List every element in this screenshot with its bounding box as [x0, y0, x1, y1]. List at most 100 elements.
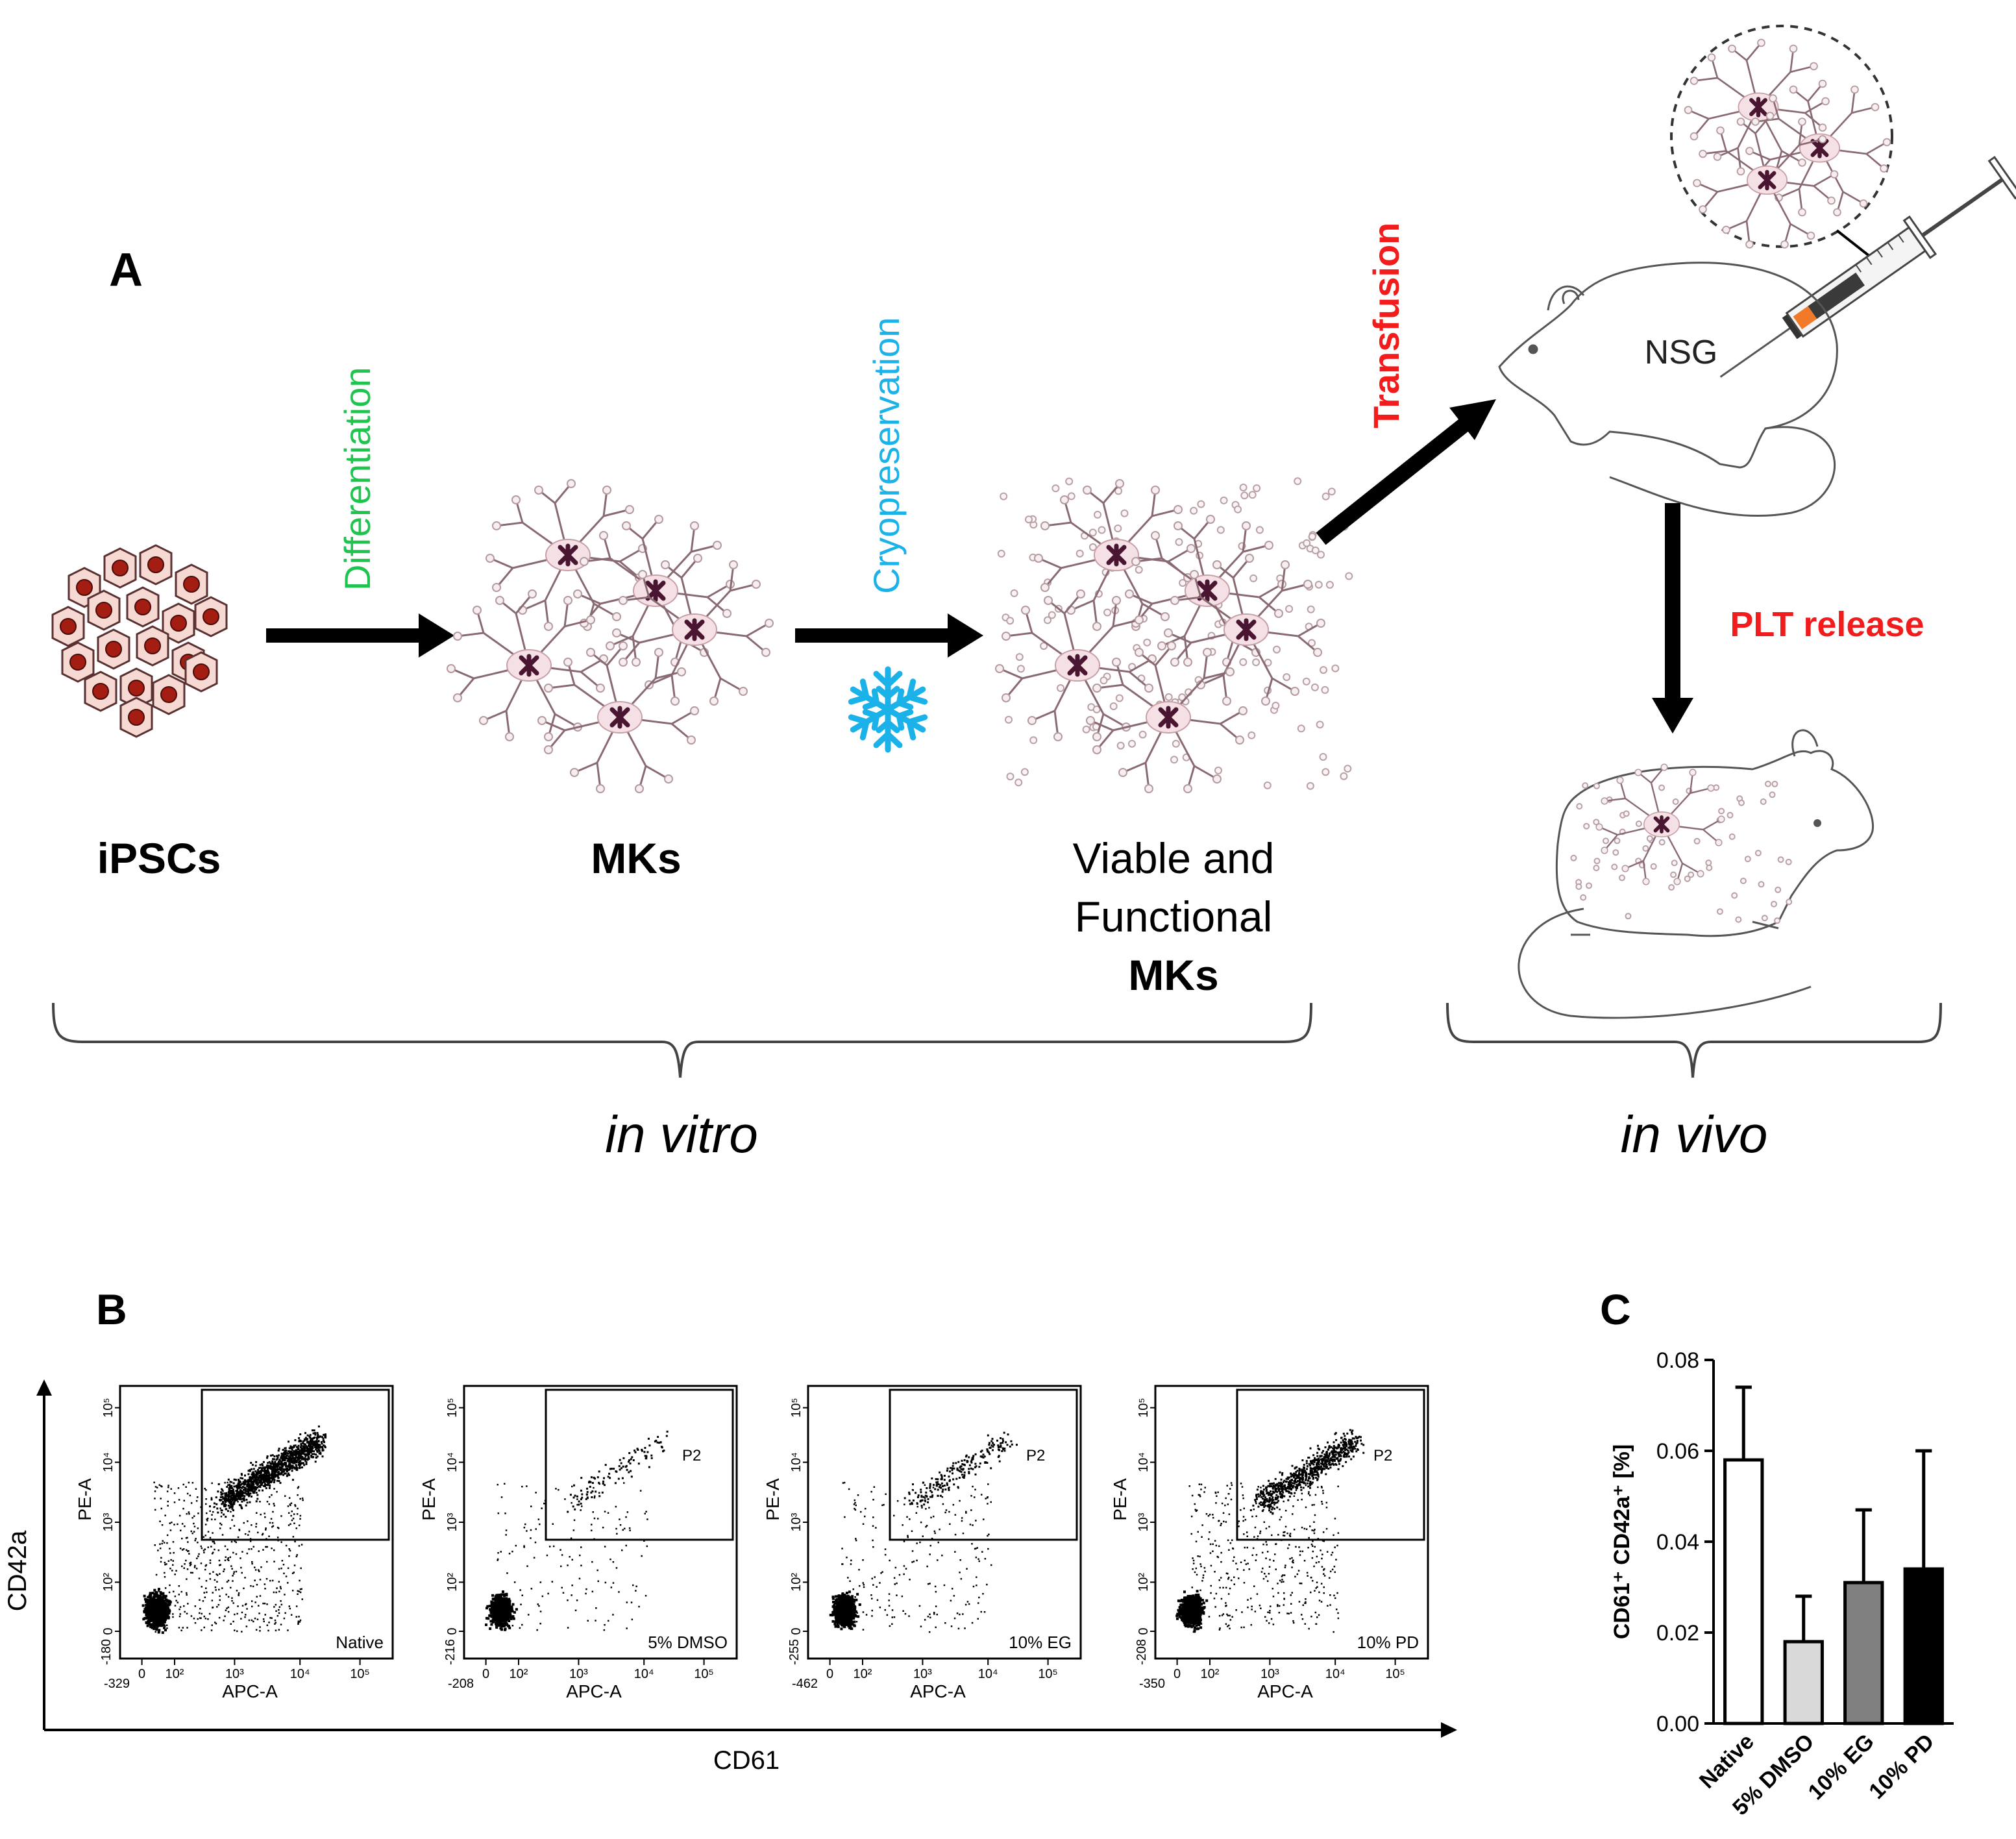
- y-tick-label: 10⁵: [445, 1398, 460, 1418]
- apc-a-axis-label: APC-A: [910, 1681, 966, 1701]
- plt-release-label: PLT release: [1730, 605, 1924, 644]
- y-tick-label: 0: [445, 1627, 460, 1635]
- gate-p2: [1236, 1389, 1425, 1541]
- y-axis-label: CD61⁺ CD42a⁺ [%]: [1610, 1444, 1634, 1639]
- y-tick-label: 10⁴: [101, 1452, 116, 1472]
- y-min-tick: -255: [787, 1639, 802, 1665]
- x-tick-label: 10²: [854, 1667, 872, 1681]
- cd42a-axis-label: CD42a: [3, 1530, 32, 1611]
- ipsc-cluster-icon: [51, 544, 228, 738]
- cd61-axis-label: CD61: [713, 1746, 780, 1775]
- bar: [1843, 1581, 1884, 1725]
- x-tick-label: 0: [138, 1667, 145, 1681]
- in-vitro-label: in vitro: [605, 1105, 758, 1163]
- y-tick-label: 0: [101, 1627, 116, 1635]
- apc-a-axis-label: APC-A: [222, 1681, 278, 1701]
- x-tick-label: 10⁵: [1038, 1667, 1058, 1681]
- x-tick-label: 10²: [1201, 1667, 1220, 1681]
- apc-a-axis-label: APC-A: [1257, 1681, 1313, 1701]
- event-dots: [829, 1431, 1018, 1633]
- y-tick-label: 10²: [101, 1573, 116, 1592]
- x-tick-label: 10⁴: [634, 1667, 654, 1681]
- y-tick-label: 0.00: [1656, 1712, 1699, 1736]
- plt-release-arrow: [1652, 503, 1693, 734]
- y-tick-label: 10⁵: [1137, 1398, 1151, 1418]
- panel-b: B CD42a CD61 Native PE-A APC-A -329 -180 0 10²…: [3, 1285, 1457, 1775]
- y-min-tick: -208: [1135, 1639, 1149, 1665]
- y-tick-label: 10⁵: [789, 1398, 804, 1418]
- nsg-label: NSG: [1645, 334, 1718, 371]
- y-tick-label: 0: [1137, 1627, 1151, 1635]
- x-tick-label: 10⁵: [694, 1667, 714, 1681]
- x-tick-label: 10⁵: [350, 1667, 370, 1681]
- cryopreservation-arrow: [795, 613, 983, 658]
- bar: [1783, 1640, 1824, 1725]
- magnified-mk-circle: [1670, 25, 1893, 267]
- event-dots: [485, 1430, 669, 1631]
- x-tick-label: 0: [1174, 1667, 1181, 1681]
- x-tick-label: 0: [826, 1667, 833, 1681]
- x-min-tick: -208: [448, 1677, 474, 1691]
- y-tick-label: 0.02: [1656, 1621, 1699, 1646]
- bar: [1903, 1567, 1944, 1725]
- syringe-icon: [1719, 156, 2016, 378]
- apc-a-axis-label: APC-A: [566, 1681, 622, 1701]
- y-tick-label: 10⁴: [1137, 1452, 1151, 1472]
- gate-label: P2: [682, 1447, 701, 1464]
- x-tick-label: 10⁴: [978, 1667, 998, 1681]
- nsg-mouse-icon: [1498, 262, 1838, 517]
- y-tick-label: 10³: [789, 1512, 804, 1531]
- in-vivo-bracket: [1446, 1002, 1942, 1078]
- x-min-tick: -462: [792, 1677, 818, 1691]
- x-tick-label: 10³: [225, 1667, 244, 1681]
- mks-label: MKs: [591, 834, 681, 882]
- x-tick-label: 10³: [1260, 1667, 1279, 1681]
- x-tick-label: 10³: [913, 1667, 932, 1681]
- x-tick-label: 10⁴: [290, 1667, 310, 1681]
- x-tick-label: 10⁴: [1325, 1667, 1346, 1681]
- transfusion-label: Transfusion: [1366, 223, 1407, 428]
- viable-mks-label: Viable and Functional MKs: [1073, 834, 1275, 999]
- x-tick-label: 10²: [510, 1667, 528, 1681]
- condition-label: 10% PD: [1357, 1633, 1419, 1652]
- y-tick-label: 10⁴: [445, 1452, 460, 1472]
- gate-p2: [545, 1389, 734, 1541]
- viable-mk-cluster-icon: [996, 477, 1353, 793]
- y-min-tick: -180: [99, 1639, 114, 1665]
- mouse-with-mks-icon: [1518, 729, 1875, 1019]
- y-tick-label: 10³: [101, 1512, 116, 1531]
- panel-b-label: B: [96, 1285, 127, 1333]
- in-vitro-bracket: [52, 1002, 1312, 1078]
- x-min-tick: -329: [104, 1677, 130, 1691]
- condition-label: Native: [336, 1633, 384, 1652]
- category-label: 10% EG: [1803, 1729, 1878, 1805]
- mk-cluster-icon: [447, 480, 773, 793]
- condition-label: 5% DMSO: [648, 1633, 728, 1652]
- bar: [1723, 1458, 1764, 1725]
- panel-a-label: A: [109, 244, 143, 296]
- ipscs-label: iPSCs: [97, 834, 221, 882]
- panel-c-label: C: [1600, 1285, 1631, 1333]
- snowflake-icon: [847, 666, 928, 750]
- y-tick-label: 0.04: [1656, 1530, 1699, 1555]
- pe-a-axis-label: PE-A: [763, 1478, 783, 1521]
- y-tick-label: 10³: [1137, 1512, 1151, 1531]
- category-label: 10% PD: [1864, 1729, 1939, 1804]
- y-tick-label: 10²: [445, 1573, 460, 1592]
- y-min-tick: -216: [443, 1639, 458, 1665]
- x-min-tick: -350: [1139, 1677, 1165, 1691]
- y-tick-label: 10⁴: [789, 1452, 804, 1472]
- differentiation-label: Differentiation: [337, 367, 378, 591]
- panel-a: A iPSCs Differentiation MKs: [51, 25, 2016, 1163]
- viable-line-3: MKs: [1128, 951, 1218, 999]
- pe-a-axis-label: PE-A: [1110, 1478, 1130, 1521]
- cryopreservation-label: Cryopreservation: [866, 317, 907, 594]
- y-tick-label: 10³: [445, 1512, 460, 1531]
